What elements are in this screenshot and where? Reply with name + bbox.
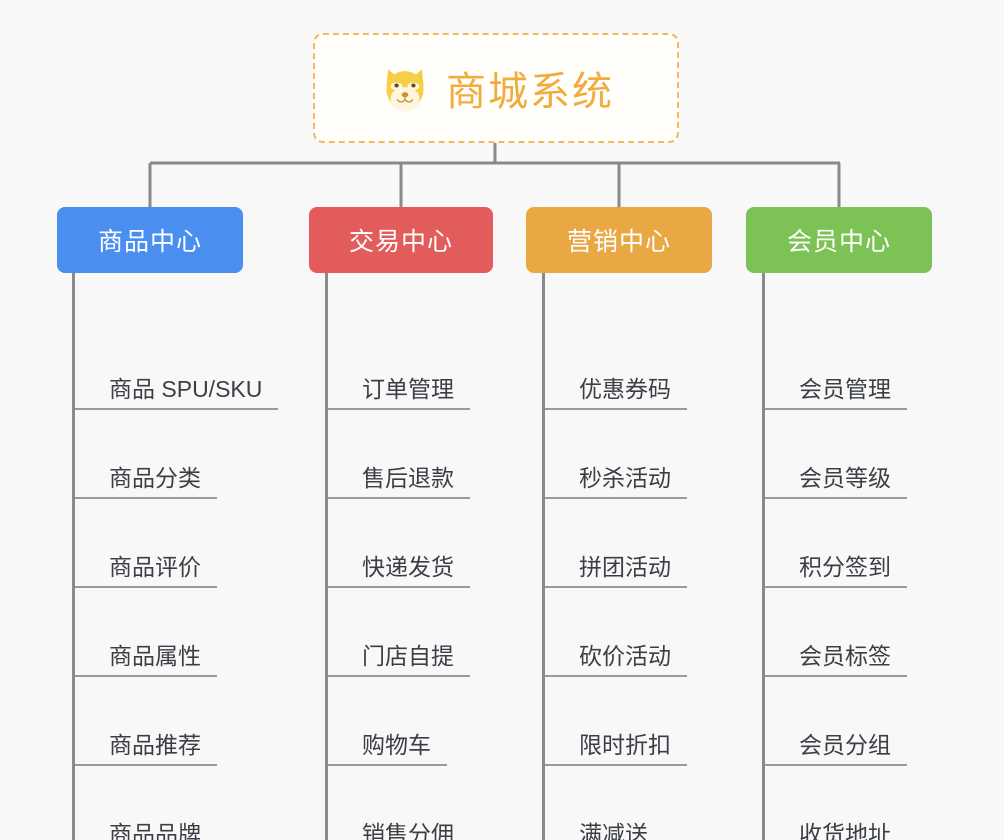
leaf-label: 收货地址 — [765, 821, 907, 840]
leaf-label: 订单管理 — [328, 376, 470, 410]
leaf-list-3: 优惠券码 秒杀活动 拼团活动 砍价活动 限时折扣 满减送 — [542, 273, 712, 840]
branch-column-3: 营销中心 优惠券码 秒杀活动 拼团活动 砍价活动 限时折扣 满减送 — [526, 207, 712, 840]
leaf-item[interactable]: 商品 SPU/SKU — [75, 321, 279, 410]
leaf-item[interactable]: 商品推荐 — [75, 677, 243, 766]
leaf-item[interactable]: 售后退款 — [328, 410, 493, 499]
leaf-item[interactable]: 限时折扣 — [545, 677, 712, 766]
branch-column-4: 会员中心 会员管理 会员等级 积分签到 会员标签 会员分组 收货地址 — [746, 207, 932, 840]
leaf-label: 积分签到 — [765, 554, 907, 588]
leaf-label: 秒杀活动 — [545, 465, 687, 499]
leaf-label: 砍价活动 — [545, 643, 687, 677]
leaf-label: 门店自提 — [328, 643, 470, 677]
category-box-3[interactable]: 营销中心 — [526, 207, 712, 273]
root-node[interactable]: 商城系统 — [313, 33, 679, 143]
leaf-item[interactable]: 会员等级 — [765, 410, 932, 499]
leaf-label: 拼团活动 — [545, 554, 687, 588]
leaf-label: 购物车 — [328, 732, 447, 766]
category-box-4[interactable]: 会员中心 — [746, 207, 932, 273]
leaf-list-4: 会员管理 会员等级 积分签到 会员标签 会员分组 收货地址 — [762, 273, 932, 840]
leaf-label: 商品 SPU/SKU — [75, 376, 279, 410]
leaf-item[interactable]: 订单管理 — [328, 321, 493, 410]
leaf-item[interactable]: 快递发货 — [328, 499, 493, 588]
branch-column-1: 商品中心 商品 SPU/SKU 商品分类 商品评价 商品属性 商品推荐 商品品牌 — [57, 207, 279, 840]
category-label-4: 会员中心 — [786, 228, 891, 256]
category-box-1[interactable]: 商品中心 — [57, 207, 243, 273]
leaf-item[interactable]: 商品分类 — [75, 410, 243, 499]
leaf-item[interactable]: 销售分佣 — [328, 766, 493, 840]
category-label-1: 商品中心 — [97, 228, 202, 256]
leaf-label: 商品推荐 — [75, 732, 217, 766]
leaf-item[interactable]: 收货地址 — [765, 766, 932, 840]
leaf-label: 会员分组 — [765, 732, 907, 766]
category-box-2[interactable]: 交易中心 — [309, 207, 493, 273]
category-label-3: 营销中心 — [566, 228, 671, 256]
leaf-label: 会员等级 — [765, 465, 907, 499]
leaf-label: 快递发货 — [328, 554, 470, 588]
leaf-item[interactable]: 优惠券码 — [545, 321, 712, 410]
leaf-label: 优惠券码 — [545, 376, 687, 410]
leaf-item[interactable]: 购物车 — [328, 677, 493, 766]
leaf-item[interactable]: 秒杀活动 — [545, 410, 712, 499]
leaf-item[interactable]: 砍价活动 — [545, 588, 712, 677]
leaf-label: 售后退款 — [328, 465, 470, 499]
leaf-label: 限时折扣 — [545, 732, 687, 766]
leaf-label: 会员标签 — [765, 643, 907, 677]
leaf-item[interactable]: 商品评价 — [75, 499, 243, 588]
leaf-label: 商品属性 — [75, 643, 217, 677]
category-label-2: 交易中心 — [348, 228, 453, 256]
leaf-item[interactable]: 商品属性 — [75, 588, 243, 677]
leaf-label: 满减送 — [545, 821, 664, 840]
leaf-label: 销售分佣 — [328, 821, 470, 840]
dog-face-icon — [378, 61, 432, 115]
leaf-item[interactable]: 拼团活动 — [545, 499, 712, 588]
leaf-label: 商品分类 — [75, 465, 217, 499]
leaf-item[interactable]: 会员标签 — [765, 588, 932, 677]
leaf-item[interactable]: 会员分组 — [765, 677, 932, 766]
leaf-label: 商品评价 — [75, 554, 217, 588]
leaf-item[interactable]: 满减送 — [545, 766, 712, 840]
leaf-label: 会员管理 — [765, 376, 907, 410]
leaf-item[interactable]: 商品品牌 — [75, 766, 243, 840]
leaf-list-2: 订单管理 售后退款 快递发货 门店自提 购物车 销售分佣 — [325, 273, 493, 840]
leaf-item[interactable]: 门店自提 — [328, 588, 493, 677]
leaf-item[interactable]: 会员管理 — [765, 321, 932, 410]
leaf-list-1: 商品 SPU/SKU 商品分类 商品评价 商品属性 商品推荐 商品品牌 — [72, 273, 279, 840]
branch-column-2: 交易中心 订单管理 售后退款 快递发货 门店自提 购物车 销售分佣 — [309, 207, 493, 840]
root-title: 商城系统 — [446, 70, 614, 114]
leaf-item[interactable]: 积分签到 — [765, 499, 932, 588]
leaf-label: 商品品牌 — [75, 821, 217, 840]
